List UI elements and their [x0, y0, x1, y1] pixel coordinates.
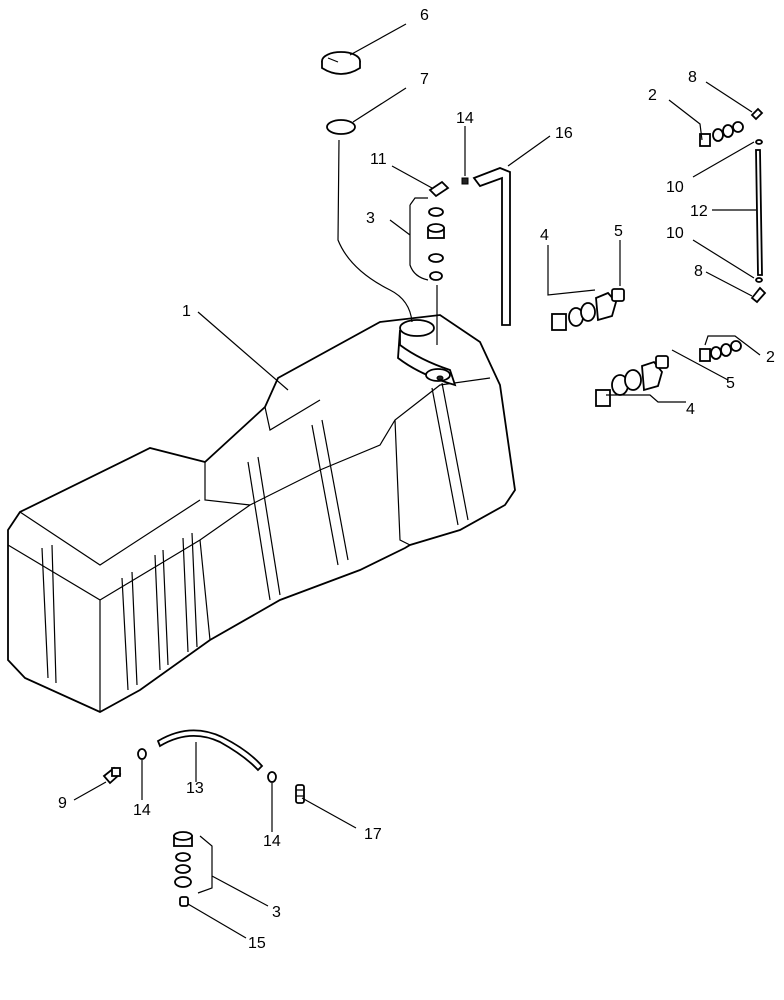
pickup-tube: [472, 167, 511, 326]
callout-6: 6: [420, 7, 429, 24]
callout-14-right: 14: [263, 833, 281, 850]
hose-clamp-left: [137, 748, 147, 760]
hose-clamp-top: [461, 177, 469, 185]
callout-17: 17: [364, 826, 382, 843]
fitting-assembly-bottom: [173, 831, 193, 907]
callout-12: 12: [690, 203, 708, 220]
callout-3-bottom: 3: [272, 904, 281, 921]
callout-3-top: 3: [366, 210, 375, 227]
callout-13: 13: [186, 780, 204, 797]
drain-fitting-upper: [551, 288, 625, 331]
grommet-set-top: [699, 121, 744, 147]
callout-8-top: 8: [688, 69, 697, 86]
leader-lines: [73, 23, 761, 939]
cap-gasket: [326, 119, 413, 323]
callout-2-top: 2: [648, 87, 657, 104]
callout-15: 15: [248, 935, 266, 952]
callout-10-top: 10: [666, 179, 684, 196]
callout-5-lower: 5: [726, 375, 735, 392]
callout-16: 16: [555, 125, 573, 142]
callout-11: 11: [370, 151, 387, 168]
grommet-set-right: [699, 340, 742, 362]
callout-14-top: 14: [456, 110, 474, 127]
drain-fitting-lower: [595, 355, 669, 407]
callout-2-right: 2: [766, 349, 775, 366]
hose-clamp-right: [267, 771, 277, 783]
callout-4-upper: 4: [540, 227, 549, 244]
inline-fitting: [295, 784, 305, 804]
callout-1: 1: [182, 303, 191, 320]
callout-labels: 6 7 8 2 14 16 11 10 12 3 4 5 10 8 1 2 5 …: [58, 7, 775, 952]
plug: [179, 896, 189, 907]
filler-cap: [321, 51, 361, 75]
callout-9: 9: [58, 795, 67, 812]
fuel-tank: [7, 314, 516, 714]
fitting-assembly-top: [427, 180, 450, 345]
callout-4-lower: 4: [686, 401, 695, 418]
callout-10-lower: 10: [666, 225, 684, 242]
callout-7: 7: [420, 71, 429, 88]
sight-rod: [750, 107, 767, 304]
callout-5-upper: 5: [614, 223, 623, 240]
callout-8-lower: 8: [694, 263, 703, 280]
callout-14-left: 14: [133, 802, 151, 819]
elbow-fitting: [102, 766, 122, 785]
fuel-hose: [156, 729, 264, 772]
